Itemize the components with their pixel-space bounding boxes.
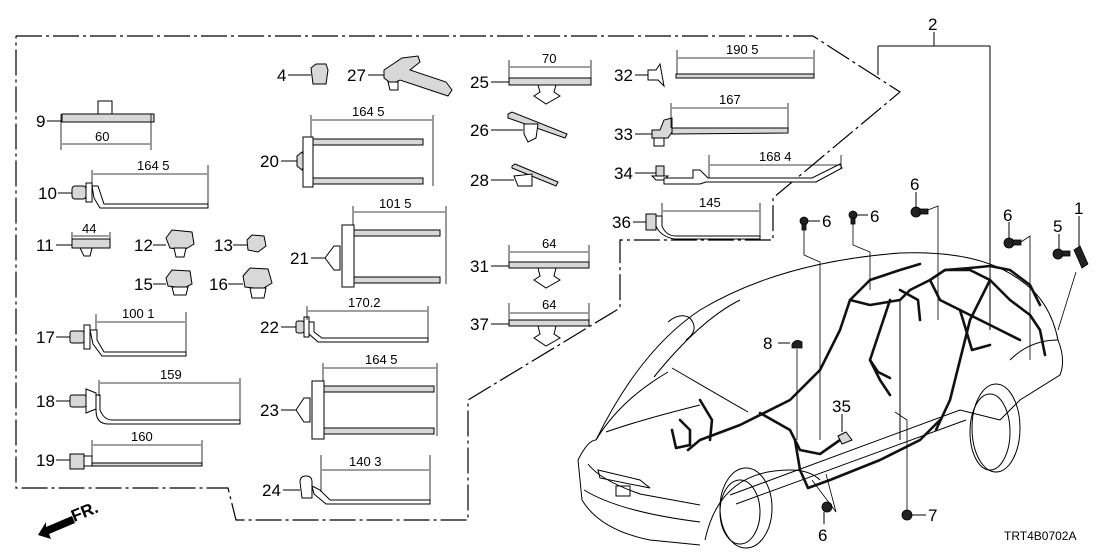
callout-4: 4 [277, 66, 286, 85]
front-direction-indicator: FR. [38, 498, 101, 539]
callout-37: 37 [470, 315, 489, 334]
dimension-37: 64 [542, 297, 556, 312]
dimension-32: 190 5 [726, 42, 759, 57]
part-22[interactable]: 22 170.2 [260, 295, 429, 343]
dimension-34: 168 4 [759, 149, 792, 164]
part-6-bolt-b[interactable]: 6 [848, 207, 879, 290]
wire-harness[interactable] [670, 262, 1047, 490]
part-9[interactable]: 9 60 [36, 100, 155, 150]
callout-5: 5 [1053, 217, 1062, 236]
dimension-31: 64 [542, 236, 556, 251]
callout-6b: 6 [870, 207, 879, 226]
part-11[interactable]: 11 44 [36, 221, 111, 257]
callout-13: 13 [214, 236, 233, 255]
part-19[interactable]: 19 160 [36, 429, 203, 470]
callout-12: 12 [134, 236, 153, 255]
part-18[interactable]: 18 159 [36, 367, 241, 425]
part-7[interactable]: 7 [894, 411, 937, 525]
callout-27: 27 [347, 66, 366, 85]
part-35[interactable]: 35 [832, 397, 853, 445]
dimension-36: 145 [699, 195, 721, 210]
callout-18: 18 [36, 392, 55, 411]
part-6-bolt-e[interactable]: 6 [811, 473, 837, 545]
part-26[interactable]: 26 [470, 111, 568, 143]
callout-10: 10 [38, 184, 57, 203]
dimension-23: 164 5 [365, 352, 398, 367]
part-27[interactable]: 27 [347, 55, 453, 97]
dimension-22: 170.2 [348, 295, 381, 310]
callout-9: 9 [36, 112, 45, 131]
dimension-19: 160 [131, 429, 153, 444]
callout-31: 31 [470, 257, 489, 276]
part-13[interactable]: 13 [214, 234, 267, 255]
callout-22: 22 [260, 318, 279, 337]
callout-1: 1 [1074, 199, 1083, 218]
part-32[interactable]: 32 190 5 [614, 42, 815, 88]
part-6-bolt-d[interactable]: 6 [1003, 206, 1031, 360]
callout-35: 35 [832, 397, 851, 416]
callout-21: 21 [290, 249, 309, 268]
vehicle-outline [577, 252, 1064, 549]
callout-36: 36 [612, 213, 631, 232]
dimension-10: 164 5 [137, 158, 170, 173]
callout-11: 11 [36, 236, 54, 255]
dimension-9: 60 [95, 129, 109, 144]
part-5[interactable]: 5 [1052, 217, 1071, 260]
callout-6d: 6 [1003, 206, 1012, 225]
callout-6c: 6 [910, 175, 919, 194]
callout-34: 34 [614, 164, 633, 183]
part-8[interactable]: 8 [763, 334, 803, 440]
part-20[interactable]: 20 164 5 [260, 104, 434, 188]
part-6-bolt-a[interactable]: 6 [799, 212, 831, 440]
part-34[interactable]: 34 168 4 [614, 149, 843, 185]
callout-17: 17 [36, 328, 55, 347]
callout-7: 7 [928, 506, 937, 525]
callout-16: 16 [209, 275, 228, 294]
part-10[interactable]: 10 164 5 [38, 158, 209, 209]
dimension-33: 167 [719, 92, 741, 107]
fr-label: FR. [68, 498, 101, 526]
part-24[interactable]: 24 140 3 [262, 454, 431, 505]
callout-24: 24 [262, 481, 281, 500]
callout-19: 19 [36, 451, 55, 470]
dimension-17: 100 1 [122, 306, 155, 321]
callout-2: 2 [928, 15, 937, 34]
dimension-24: 140 3 [349, 454, 382, 469]
callout-8: 8 [763, 334, 772, 353]
harness-group-bracket: 2 [877, 15, 991, 330]
callout-32: 32 [614, 66, 633, 85]
dimension-11: 44 [82, 221, 96, 236]
part-1[interactable]: 1 [1057, 199, 1089, 331]
part-23[interactable]: 23 164 5 [260, 352, 438, 440]
part-6-bolt-c[interactable]: 6 [910, 175, 939, 320]
dimension-18: 159 [160, 367, 182, 382]
kit-frame-outline [15, 35, 902, 521]
part-15[interactable]: 15 [134, 269, 193, 296]
callout-6e: 6 [818, 526, 827, 545]
callout-33: 33 [614, 125, 633, 144]
part-16[interactable]: 16 [209, 267, 273, 299]
part-4[interactable]: 4 [277, 63, 329, 85]
part-28[interactable]: 28 [470, 163, 559, 190]
part-25[interactable]: 25 70 [470, 51, 592, 105]
part-36[interactable]: 36 145 [612, 195, 761, 240]
dimension-20: 164 5 [352, 104, 385, 119]
part-21[interactable]: 21 101 5 [290, 196, 447, 288]
callout-26: 26 [470, 121, 489, 140]
dimension-21: 101 5 [379, 196, 412, 211]
callout-23: 23 [260, 401, 279, 420]
part-33[interactable]: 33 167 [614, 92, 789, 147]
part-31[interactable]: 31 64 [470, 236, 590, 289]
callout-28: 28 [470, 171, 489, 190]
illustration-code: TRT4B0702A [1004, 529, 1077, 543]
callout-25: 25 [470, 73, 489, 92]
part-12[interactable]: 12 [134, 229, 195, 258]
callout-6a: 6 [822, 212, 831, 231]
part-37[interactable]: 37 64 [470, 297, 590, 347]
arrow-icon [38, 516, 75, 539]
callout-20: 20 [260, 152, 279, 171]
callout-15: 15 [134, 275, 153, 294]
dimension-25: 70 [542, 51, 556, 66]
part-17[interactable]: 17 100 1 [36, 306, 187, 357]
